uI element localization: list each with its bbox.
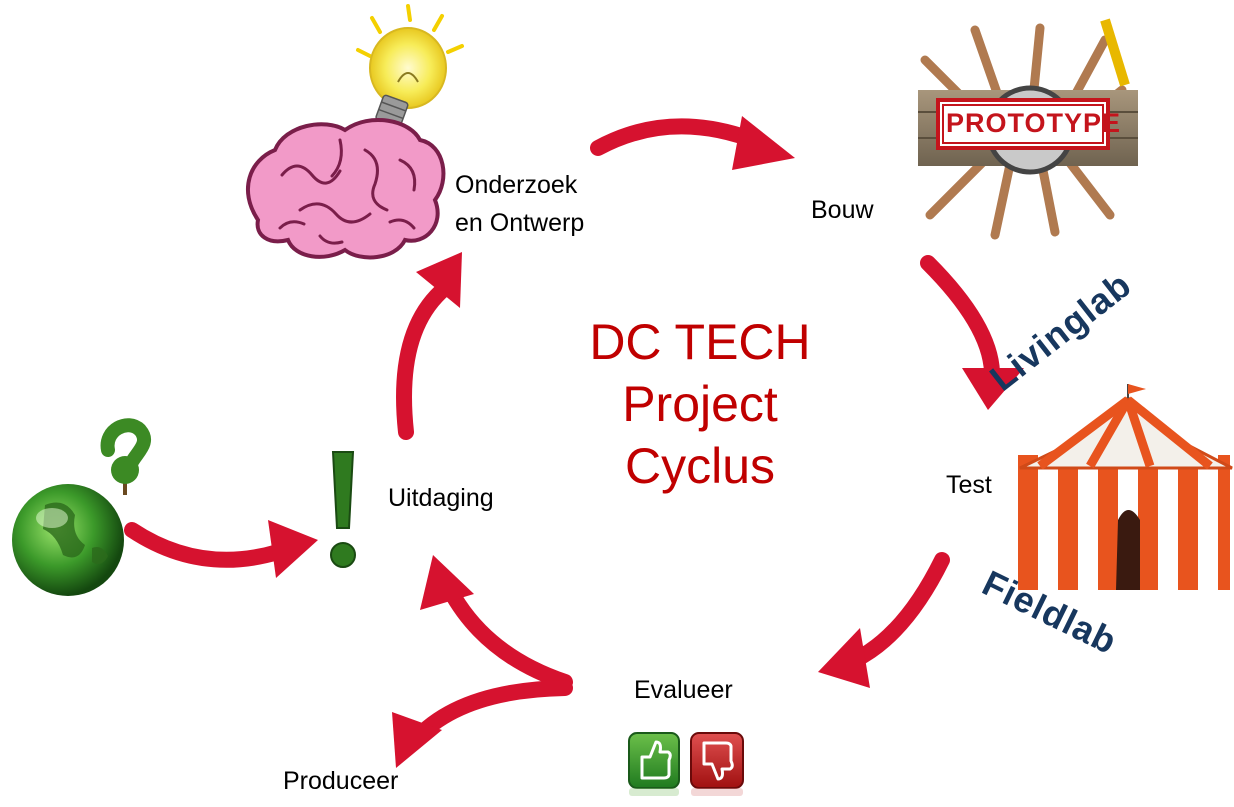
light-bulb-icon (356, 4, 464, 131)
arrow-globe-to-uitdaging (124, 520, 318, 578)
step-produceer: Produceer (283, 767, 399, 795)
title-line-1: DC TECH (589, 314, 811, 370)
prototype-sign-label: PROTOTYPE (946, 108, 1122, 138)
cycle-title: DC TECH Project Cyclus (520, 312, 880, 498)
thumbs-icons (628, 732, 744, 796)
prototype-image (918, 18, 1138, 240)
cycle-arrows (124, 116, 1024, 768)
step-onderzoek-line2: en Ontwerp (455, 209, 585, 237)
thumbs-up-icon (640, 740, 672, 780)
step-test: Test (946, 471, 992, 499)
step-bouw: Bouw (811, 196, 874, 224)
arrow-test-to-evalueer (818, 552, 950, 688)
globe-icon (12, 456, 139, 596)
step-onderzoek-line1: Onderzoek (455, 171, 578, 199)
circus-tent-icon (1018, 384, 1233, 590)
exclamation-icon (330, 451, 356, 568)
arrow-bouw-to-test (920, 255, 1024, 410)
title-line-2: Project (622, 376, 778, 432)
title-line-3: Cyclus (624, 438, 776, 494)
step-uitdaging: Uitdaging (388, 484, 494, 512)
arrow-uitdaging-to-onderzoek (396, 252, 462, 440)
arrow-evalueer-to-produceer (392, 680, 573, 768)
arrow-evalueer-to-uitdaging (420, 555, 573, 690)
question-mark-icon (100, 418, 151, 473)
brain-icon (246, 117, 446, 260)
thumbs-down-icon (702, 741, 734, 781)
step-evalueer: Evalueer (634, 676, 733, 704)
arrow-onderzoek-to-bouw (590, 116, 795, 170)
